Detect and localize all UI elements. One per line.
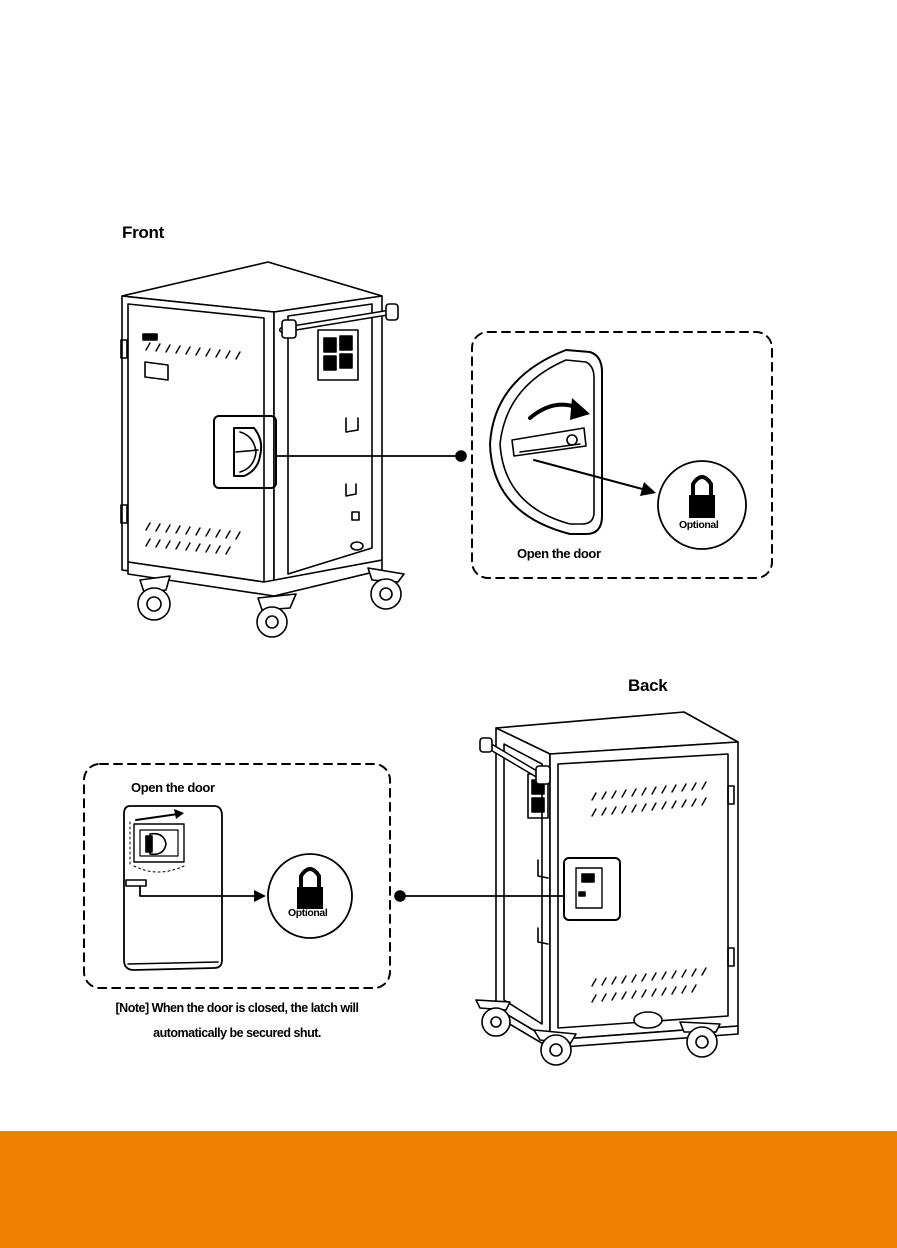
door-note-line2: automatically be secured shut. xyxy=(66,1021,408,1046)
front-lock-label: Optional xyxy=(679,519,718,531)
back-callout-label: Open the door xyxy=(131,780,215,795)
front-cart-drawing xyxy=(121,262,466,637)
back-latch-detail xyxy=(124,806,352,970)
front-callout-label: Open the door xyxy=(517,546,601,561)
back-heading: Back xyxy=(628,676,667,696)
front-heading: Front xyxy=(122,223,164,243)
back-lock-label: Optional xyxy=(288,907,327,919)
back-cart-drawing xyxy=(395,712,738,1065)
door-note: [Note] When the door is closed, the latc… xyxy=(66,996,408,1046)
padlock-icon xyxy=(689,495,715,518)
door-note-line1: [Note] When the door is closed, the latc… xyxy=(66,996,408,1021)
padlock-icon xyxy=(297,887,323,909)
footer-band xyxy=(0,1131,897,1248)
